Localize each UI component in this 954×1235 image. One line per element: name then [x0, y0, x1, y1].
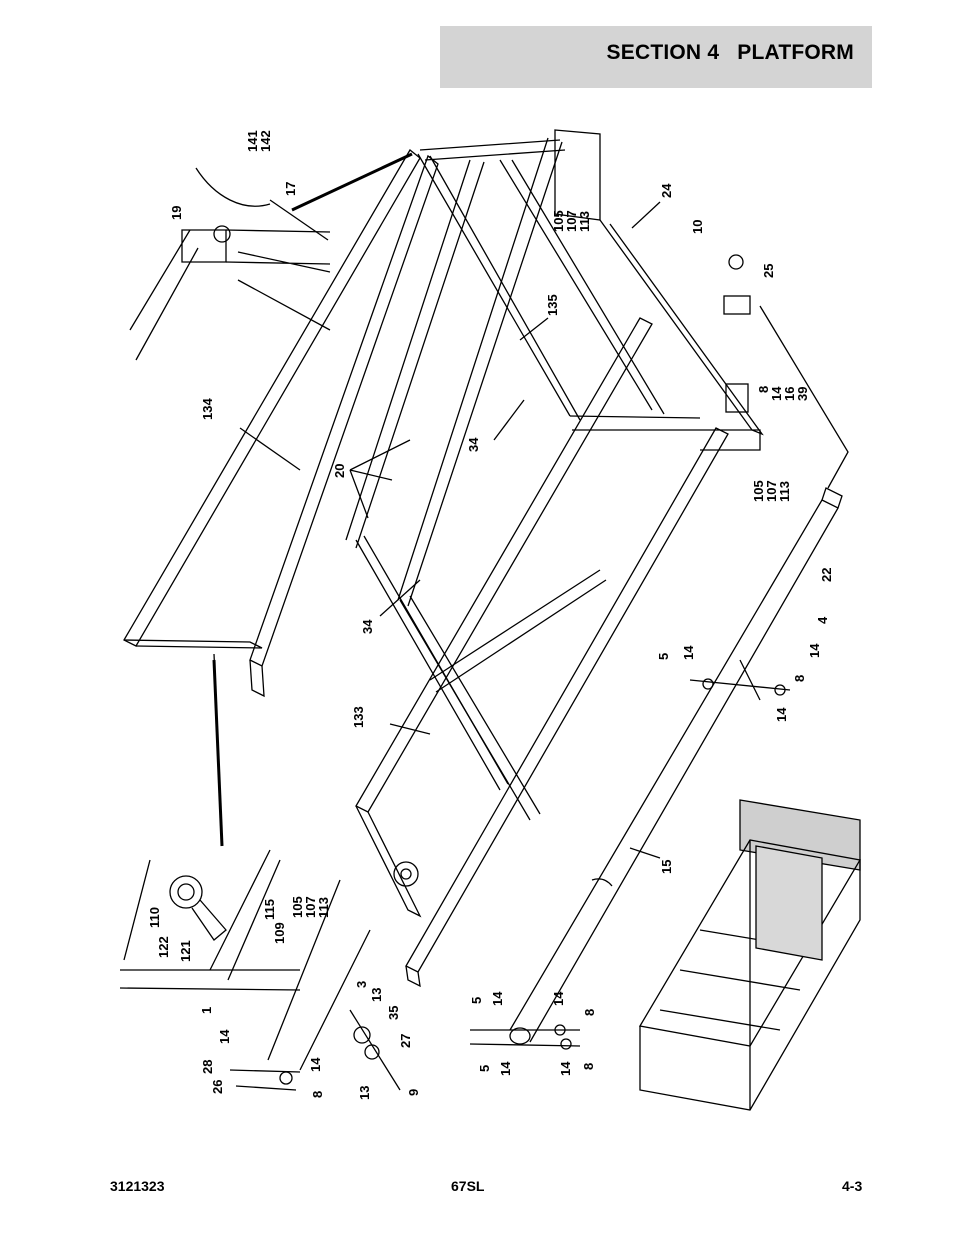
callout-14: 14: [551, 991, 566, 1006]
callout-13: 13: [357, 1086, 372, 1100]
callout-8: 8: [582, 1009, 597, 1016]
section-header: SECTION 4 PLATFORM: [440, 26, 872, 88]
callout-14: 14: [769, 386, 784, 401]
callout-39: 39: [795, 387, 810, 401]
callout-107: 107: [764, 480, 779, 502]
callout-1: 1: [199, 1007, 214, 1014]
callout-19: 19: [169, 206, 184, 220]
callout-133: 133: [351, 706, 366, 728]
callout-105: 105: [551, 210, 566, 232]
callout-35: 35: [386, 1006, 401, 1020]
callout-20: 20: [332, 464, 347, 478]
callout-121: 121: [178, 940, 193, 962]
page-number: 4-3: [842, 1178, 863, 1194]
callout-5: 5: [656, 653, 671, 660]
callout-28: 28: [200, 1060, 215, 1074]
callout-25: 25: [761, 264, 776, 278]
callout-14: 14: [558, 1061, 573, 1076]
callout-16: 16: [782, 387, 797, 401]
callout-26: 26: [210, 1080, 225, 1094]
callout-8: 8: [792, 675, 807, 682]
doc-number: 3121323: [110, 1178, 165, 1194]
callout-13: 13: [369, 988, 384, 1002]
callout-105: 105: [751, 480, 766, 502]
callout-22: 22: [819, 568, 834, 582]
callout-113: 113: [316, 897, 331, 918]
model-name: 67SL: [451, 1178, 485, 1194]
callout-15: 15: [659, 860, 674, 874]
callout-8: 8: [310, 1091, 325, 1098]
callout-14: 14: [498, 1061, 513, 1076]
callout-10: 10: [690, 220, 705, 234]
callout-135: 135: [545, 294, 560, 316]
callout-113: 113: [577, 211, 592, 232]
callout-113: 113: [777, 481, 792, 502]
callout-122: 122: [156, 936, 171, 958]
callout-142: 142: [258, 130, 273, 152]
callout-107: 107: [564, 210, 579, 232]
callout-105: 105: [290, 896, 305, 918]
section-title: SECTION 4 PLATFORM: [606, 41, 854, 64]
callout-34: 34: [360, 619, 375, 634]
callout-5: 5: [469, 997, 484, 1004]
callout-9: 9: [406, 1089, 421, 1096]
callout-8: 8: [756, 386, 771, 393]
callout-134: 134: [200, 398, 215, 420]
callout-4: 4: [815, 616, 830, 624]
callout-24: 24: [659, 183, 674, 198]
callout-14: 14: [681, 645, 696, 660]
callout-14: 14: [217, 1029, 232, 1044]
callout-14: 14: [807, 643, 822, 658]
callout-27: 27: [398, 1034, 413, 1048]
frame-linework: [119, 129, 849, 1091]
callout-107: 107: [303, 896, 318, 918]
callout-8: 8: [581, 1063, 596, 1070]
callout-17: 17: [283, 182, 298, 196]
callout-34: 34: [466, 437, 481, 452]
callout-5: 5: [477, 1065, 492, 1072]
part-callouts: 141 142 19 17 24 10 25 105 107 113 135 1…: [147, 130, 834, 1100]
callout-141: 141: [245, 130, 260, 152]
callout-14: 14: [774, 707, 789, 722]
callout-115: 115: [262, 899, 277, 920]
callout-14: 14: [490, 991, 505, 1006]
callout-14: 14: [308, 1057, 323, 1072]
callout-109: 109: [272, 922, 287, 944]
platform-overview-inset: [638, 799, 862, 1111]
callout-110: 110: [147, 907, 162, 928]
callout-3: 3: [354, 981, 369, 988]
